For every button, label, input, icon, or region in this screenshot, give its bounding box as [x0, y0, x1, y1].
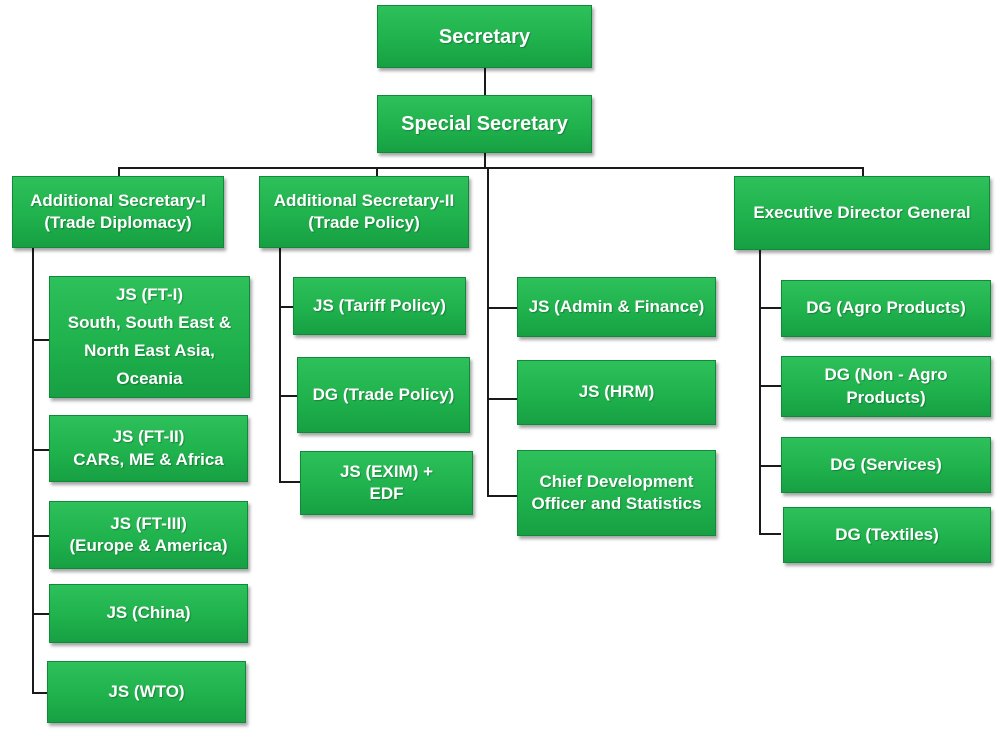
node-as2-unit: DG (Trade Policy) [297, 357, 470, 433]
node-as1-unit: JS (FT-I) South, South East & North East… [49, 276, 250, 398]
connector-as2-unit-3 [279, 481, 300, 483]
node-label: JS (EXIM) + EDF [339, 461, 434, 503]
node-label: DG (Agro Products) [806, 298, 966, 318]
node-label: DG (Trade Policy) [312, 384, 455, 404]
connector-direct-unit-1 [487, 307, 517, 309]
node-label: Secretary [438, 25, 531, 48]
node-additional-secretary-1: Additional Secretary-I (Trade Diplomacy) [12, 176, 224, 248]
node-label: Chief Development Officer and Statistics [531, 471, 702, 513]
node-label: JS (Admin & Finance) [528, 296, 705, 316]
connector-as1-spine [32, 248, 34, 694]
node-label: JS (Tariff Policy) [313, 295, 446, 315]
node-as1-unit: JS (China) [49, 584, 248, 643]
node-label: Executive Director General [753, 202, 971, 222]
node-direct-unit: Chief Development Officer and Statistics [517, 450, 716, 536]
node-as1-unit: JS (FT-III) (Europe & America) [49, 501, 248, 569]
node-direct-unit: JS (HRM) [517, 360, 716, 425]
connector-as2-unit-2 [279, 395, 297, 397]
node-edg-unit: DG (Agro Products) [781, 280, 991, 337]
connector-as1-unit-3 [32, 535, 49, 537]
node-label: JS (FT-III) (Europe & America) [69, 513, 228, 555]
node-label: JS (HRM) [578, 382, 655, 402]
node-label: JS (FT-II) CARs, ME & Africa [73, 427, 224, 469]
connector-edg-unit-3 [759, 465, 781, 467]
connector-special-down [484, 153, 486, 169]
node-as1-unit: JS (FT-II) CARs, ME & Africa [49, 415, 248, 482]
node-executive-director-general: Executive Director General [734, 176, 990, 250]
node-label: Additional Secretary-II (Trade Policy) [273, 190, 455, 232]
connector-edg-unit-4 [759, 533, 781, 535]
connector-to-as2 [376, 167, 378, 176]
connector-direct-spine [487, 167, 489, 497]
node-secretary: Secretary [377, 5, 592, 68]
node-label: JS (China) [106, 603, 191, 623]
connector-edg-unit-2 [759, 385, 781, 387]
node-as2-unit: JS (EXIM) + EDF [300, 451, 473, 515]
connector-edg-unit-1 [759, 307, 781, 309]
connector-as2-unit-1 [279, 306, 293, 308]
node-label: DG (Textiles) [835, 524, 939, 544]
node-special-secretary: Special Secretary [377, 95, 592, 153]
connector-top-bar [118, 167, 863, 169]
connector-to-as1 [118, 167, 120, 176]
node-additional-secretary-2: Additional Secretary-II (Trade Policy) [259, 176, 469, 248]
connector-as1-unit-1 [32, 339, 49, 341]
node-edg-unit: DG (Services) [781, 437, 991, 493]
connector-as1-unit-2 [32, 449, 49, 451]
connector-direct-unit-2 [487, 398, 517, 400]
node-label: Additional Secretary-I (Trade Diplomacy) [30, 190, 206, 232]
connector-as2-spine [279, 248, 281, 483]
connector-as1-unit-5 [32, 692, 49, 694]
node-label: Special Secretary [401, 113, 568, 135]
connector-secretary-special [484, 68, 486, 95]
node-as2-unit: JS (Tariff Policy) [293, 277, 466, 335]
connector-as1-unit-4 [32, 613, 49, 615]
connector-to-edg [862, 167, 864, 176]
node-direct-unit: JS (Admin & Finance) [517, 277, 716, 337]
node-label: JS (FT-I) South, South East & North East… [67, 284, 232, 389]
node-edg-unit: DG (Textiles) [783, 507, 991, 563]
node-label: DG (Services) [830, 454, 942, 474]
connector-edg-spine [759, 250, 761, 535]
connector-direct-unit-3 [487, 495, 517, 497]
node-label: JS (WTO) [108, 681, 185, 701]
node-label: DG (Non - Agro Products) [824, 365, 948, 407]
node-edg-unit: DG (Non - Agro Products) [781, 356, 991, 417]
node-as1-unit: JS (WTO) [47, 661, 246, 723]
